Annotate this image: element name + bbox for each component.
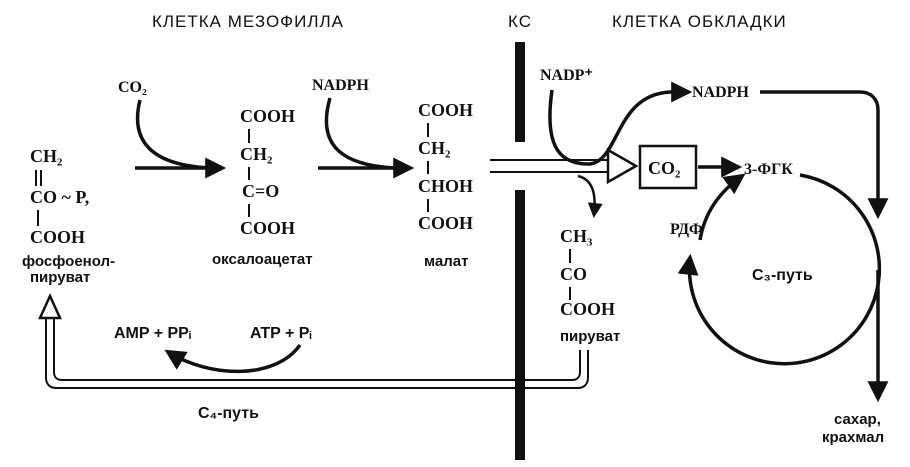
co2-input-label: CO₂ [118,79,147,96]
c3-pathway-label: С₃-путь [752,267,813,284]
pep-co-p: CO ~ P, [30,187,89,207]
malate-cooh-2: COOH [418,213,473,233]
pep-ch2: CH₂ [30,146,62,166]
c4-pathway-label: С₄-путь [198,405,259,422]
oaa-cooh-2: COOH [240,218,295,238]
calvin-cycle-arrow [677,173,882,366]
nadph-to-cycle-arrow [760,90,889,220]
pyruvate-structure: CH₃ CO COOH пируват [560,226,620,345]
oaa-co: C=O [242,181,279,201]
pep-structure: CH₂ CO ~ P, COOH фосфоенол- пируват [22,146,115,286]
oaa-name: оксалоацетат [212,251,313,268]
pyruvate-ch3: CH₃ [560,226,593,246]
pyruvate-name: пируват [560,328,620,345]
amp-label: AMP + PPᵢ [114,325,191,342]
malate-transport-arrow [490,147,639,185]
oxaloacetate-structure: COOH CH₂ C=O COOH оксалоацетат [212,106,313,268]
malate-cooh-1: COOH [418,100,473,120]
nadph-output-label: NADPH [692,84,749,101]
malate-to-pyruvate-arrow [577,174,603,218]
atp-to-amp-arrow [164,343,302,374]
header-bundle-sheath: КЛЕТКА ОБКЛАДКИ [612,12,787,31]
oaa-cooh-1: COOH [240,106,295,126]
header-ks: КС [508,12,532,31]
malate-chohl: CHOH [418,176,473,196]
pep-cooh: COOH [30,227,85,247]
atp-label: ATP + Pᵢ [250,325,312,342]
rdf-label: РДФ [670,221,703,238]
products-line-2: крахмал [822,429,884,446]
header-mesophyll: КЛЕТКА МЕЗОФИЛЛА [152,12,344,31]
pyruvate-co: CO [560,264,587,284]
pep-name-1: фосфоенол- [22,253,115,270]
co2-box [638,144,698,190]
co2-input-arrow [135,99,211,170]
malate-structure: COOH CH₂ CHOH COOH малат [418,100,473,270]
c4-return-path [38,292,589,389]
pyruvate-cooh: COOH [560,299,615,319]
nadp-plus-label: NADP⁺ [540,67,593,84]
oaa-ch2: CH₂ [240,144,272,164]
cell-wall-top [515,42,525,142]
nadph-input-label: NADPH [312,77,369,94]
rdf-to-pga-arrow [698,173,746,241]
nadp-reduction-arrow [548,81,693,166]
pga-label: 3-ФГК [744,161,793,178]
pep-name-2: пируват [30,269,90,286]
cell-wall-bottom [515,190,525,460]
products-line-1: сахар, [834,411,881,428]
nadph-input-arrow [324,97,396,170]
malate-name: малат [424,253,468,270]
co2-box-label: CO₂ [648,158,680,178]
malate-ch2: CH₂ [418,138,450,158]
